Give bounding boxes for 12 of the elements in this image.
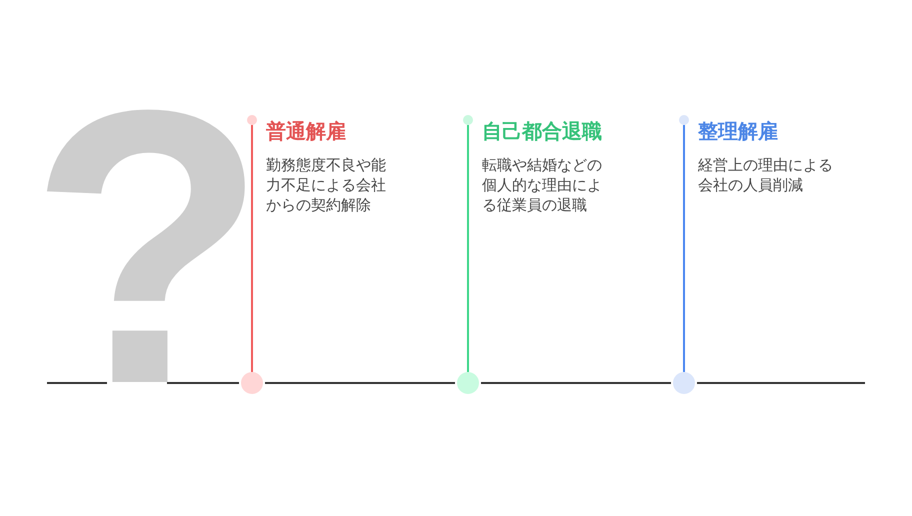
- event-description: 経営上の理由による会社の人員削減: [698, 156, 834, 196]
- connector-line: [467, 125, 469, 372]
- question-mark: ?: [29, 110, 245, 386]
- connector-line: [683, 125, 685, 372]
- event-heading: 普通解雇: [266, 120, 346, 144]
- event-heading: 自己都合退職: [482, 120, 602, 144]
- event-description: 転職や結婚などの個人的な理由による従業員の退職: [482, 156, 603, 216]
- timeline-marker: [457, 372, 479, 394]
- connector-line: [251, 125, 253, 372]
- event-description: 勤務態度不良や能力不足による会社からの契約解除: [266, 156, 387, 216]
- timeline-marker: [673, 372, 695, 394]
- event-heading: 整理解雇: [698, 120, 778, 144]
